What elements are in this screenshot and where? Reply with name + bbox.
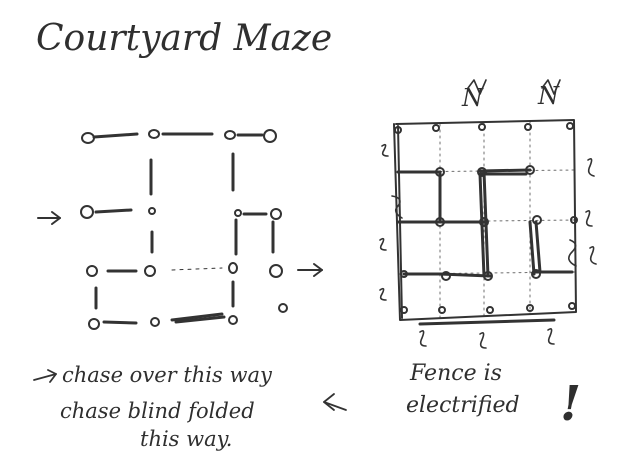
right-maze-walls [396,168,574,326]
chase-blind-label-line1: chase blind folded [60,399,255,423]
page-title: Courtyard Maze [36,18,332,59]
left-maze-exit-arrow [297,263,323,277]
right-maze-posts [394,122,578,314]
fence-label-line1: Fence is [409,361,502,386]
chase-blind-arrow [323,393,347,411]
fence-notes: Fence is electrified ! [406,361,581,432]
left-maze [37,129,323,330]
exclamation-mark: ! [560,376,581,432]
left-maze-posts [80,129,288,330]
right-maze: N N [379,79,597,349]
left-maze-walls [92,132,275,325]
fence-label-line2: electrified [406,393,520,418]
north-marker-2: N [537,82,560,110]
chase-blind-label-line2: this way. [140,427,232,451]
chase-notes: chase over this way chase blind folded t… [33,363,347,451]
left-maze-entry-arrow [37,211,61,225]
chase-over-label: chase over this way [62,363,273,387]
north-marker-1: N [461,84,484,112]
chase-over-arrow [33,369,57,383]
electric-squiggles [379,79,597,349]
left-maze-dashes [171,267,223,271]
